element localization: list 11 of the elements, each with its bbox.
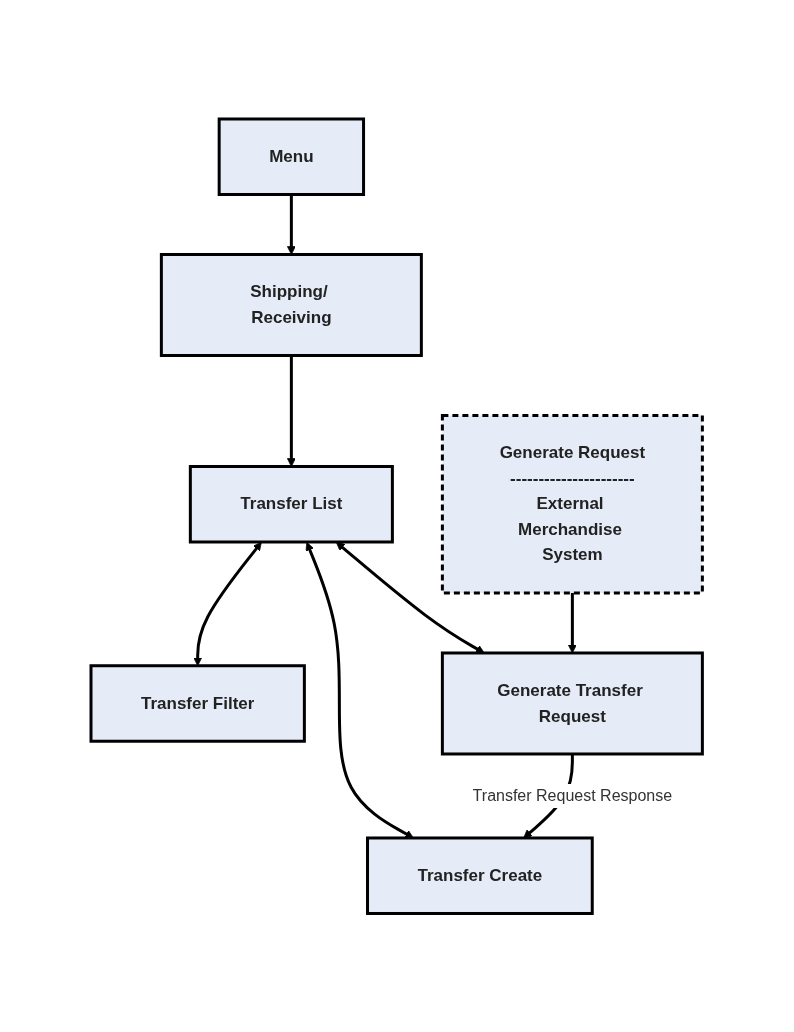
edge-label: Transfer Request Response (472, 786, 673, 804)
node-box: Transfer Create (366, 836, 595, 915)
arrow (193, 541, 263, 666)
node-box: Generate Request ---------------------- External Merchandise System (441, 413, 705, 595)
node-box: Menu (218, 117, 366, 196)
node-box: Shipping/ Receiving (160, 252, 424, 357)
node-box: Transfer List (189, 464, 395, 544)
arrow (287, 194, 297, 255)
node-box: Generate Transfer Request (441, 651, 705, 756)
node-box: Transfer Filter (89, 664, 307, 743)
arrow (287, 355, 297, 467)
